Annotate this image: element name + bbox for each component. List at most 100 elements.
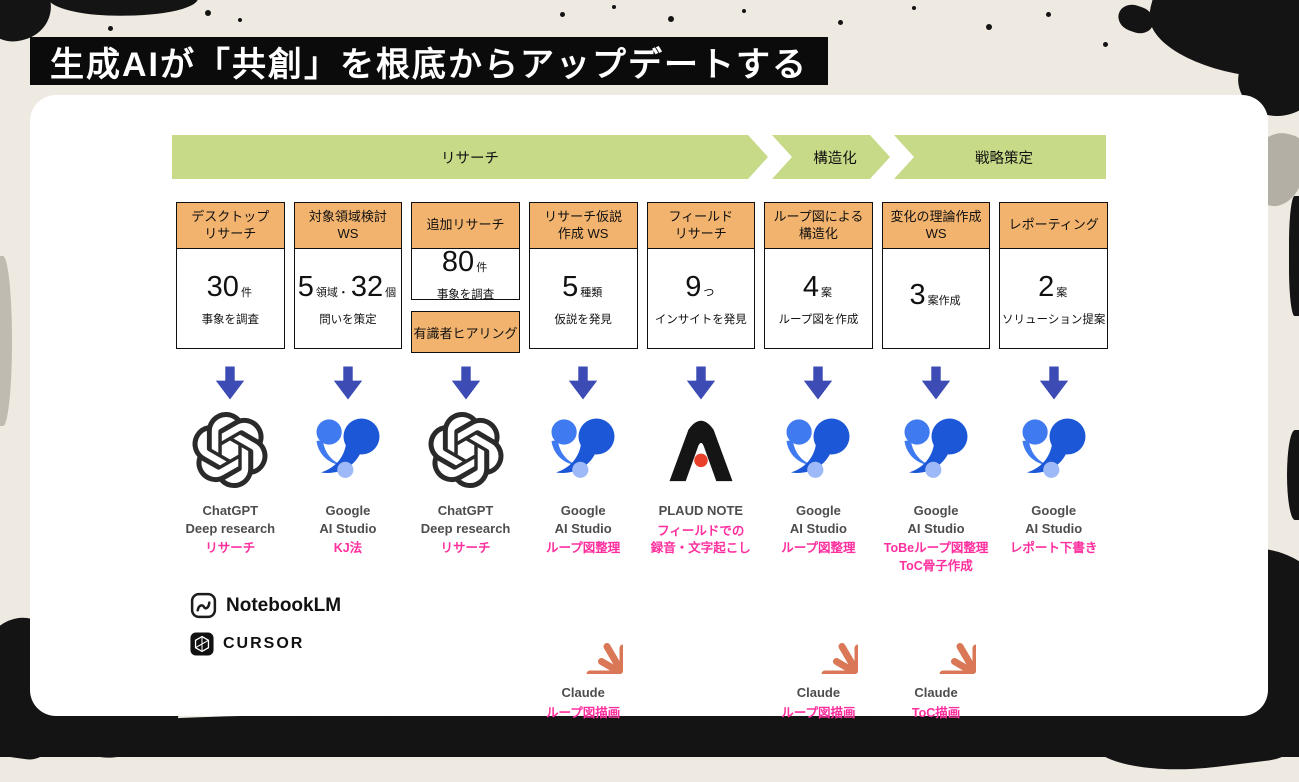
tool-logo — [428, 406, 504, 494]
tool-task: リサーチ — [205, 541, 256, 556]
phase-arrow-strategy: 戦略策定 — [894, 135, 1106, 179]
tool-logo — [774, 406, 862, 494]
phase-label: リサーチ — [441, 150, 499, 167]
tool-name: Claude — [561, 685, 605, 701]
ink-splatter — [838, 20, 843, 25]
metric-desc: ソリューション提案 — [1002, 313, 1106, 326]
metric-desc: ループ図を作成 — [778, 313, 859, 326]
ink-splatter — [612, 5, 616, 9]
tool-logo — [1010, 406, 1098, 494]
metric-desc: 事象を調査 — [436, 289, 495, 301]
google-ai-studio-logo-icon — [892, 414, 980, 486]
ink-splatter — [1289, 196, 1299, 316]
ink-splatter — [1046, 12, 1051, 17]
tool-task: ループ図整理 — [781, 541, 856, 556]
tool-task: フィールドでの 録音・文字起こし — [650, 523, 751, 556]
tool-name: Claude — [796, 685, 841, 701]
tool-logo — [192, 406, 268, 494]
google-ai-studio-logo-icon — [539, 414, 627, 486]
ink-splatter — [205, 10, 211, 16]
notebooklm-logo-icon — [190, 592, 217, 619]
step-header: レポーティング — [1000, 203, 1107, 249]
tool-task: レポート下書き — [1009, 541, 1098, 556]
ink-splatter — [108, 26, 113, 31]
phase-arrow-research: リサーチ — [172, 135, 768, 179]
notebooklm-item: NotebookLM — [190, 592, 341, 619]
tool-task: ToC描画 — [911, 705, 961, 720]
step-header: ループ図による 構造化 — [765, 203, 872, 249]
phase-arrow-structuring: 構造化 — [772, 135, 890, 179]
chatgpt-logo-icon — [192, 412, 268, 488]
ink-splatter — [986, 24, 992, 30]
metric-desc: インサイトを発見 — [654, 313, 747, 326]
claude-logo-icon — [896, 594, 976, 674]
ink-splatter — [1103, 42, 1108, 47]
tool-task: ループ図描画 — [781, 705, 856, 720]
metric-desc: 問いを策定 — [319, 313, 377, 326]
plaud-note-logo-icon — [665, 418, 737, 483]
ink-splatter — [1287, 430, 1299, 520]
flow-arrow-down-icon — [216, 366, 245, 400]
step-header: 対象領域検討 WS — [294, 203, 402, 249]
tool2-logo — [543, 592, 623, 676]
extra-step-card: 有識者ヒアリング — [411, 311, 520, 353]
tool-name: Google AI Studio — [907, 503, 965, 536]
tool-name: Google AI Studio — [789, 503, 847, 536]
tool-name: PLAUD NOTE — [658, 503, 744, 518]
claude-logo-icon — [543, 594, 623, 674]
ink-splatter — [0, 256, 12, 426]
tool-name: Google AI Studio — [554, 503, 612, 536]
google-ai-studio-logo-icon — [1010, 414, 1098, 486]
tool-logo — [665, 406, 737, 494]
tool-logo — [892, 406, 980, 494]
google-ai-studio-logo-icon — [774, 414, 862, 486]
ink-splatter — [668, 16, 674, 22]
tool2-logo — [896, 592, 976, 676]
phase-label: 戦略策定 — [975, 150, 1033, 167]
cursor-label: CURSOR — [223, 635, 305, 652]
tool-name: Claude — [914, 685, 958, 701]
flow-arrow-down-icon — [921, 366, 951, 400]
flow-arrow-down-icon — [569, 366, 598, 400]
ink-splatter — [912, 6, 916, 10]
notebooklm-label: NotebookLM — [226, 594, 342, 616]
flow-arrow-down-icon — [686, 366, 715, 400]
tool-name: ChatGPT Deep research — [185, 503, 276, 536]
ink-splatter — [238, 18, 242, 22]
flow-arrow-down-icon — [1039, 366, 1068, 400]
footer-tools: NotebookLM CURSOR — [190, 592, 341, 656]
cursor-logo-icon — [190, 632, 214, 656]
tool-name: Google AI Studio — [319, 503, 377, 536]
